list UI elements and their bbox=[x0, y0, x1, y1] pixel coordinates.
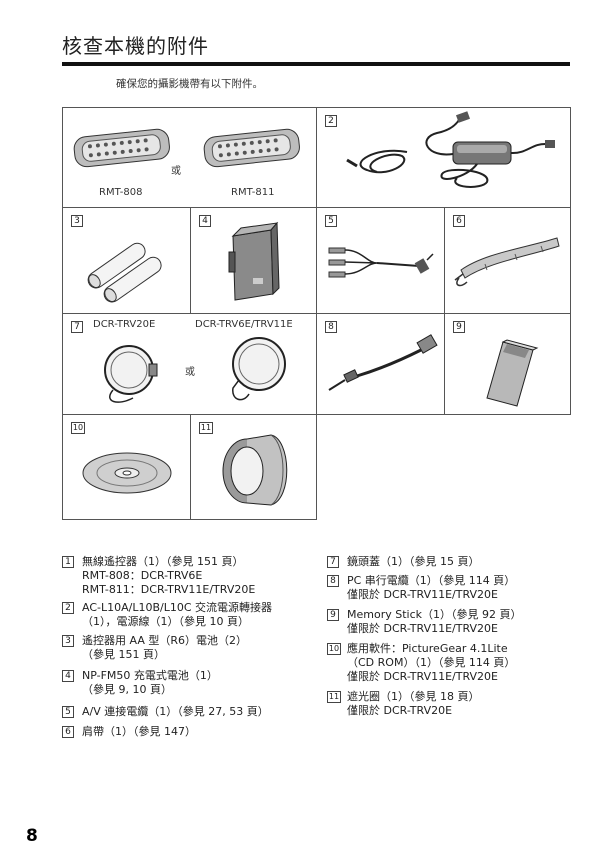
panel-cd-rom: 10 bbox=[62, 414, 191, 520]
item-number: 3 bbox=[62, 635, 74, 647]
cd-rom-illustration bbox=[82, 452, 172, 494]
panel-pc-serial-cable: 8 bbox=[316, 313, 445, 415]
accessory-list-right: 7 鏡頭蓋（1）（參見 15 頁） 8 PC 串行電纜（1）（參見 114 頁）… bbox=[327, 555, 577, 725]
accessory-list-left: 1 無線遙控器（1）（參見 151 頁） RMT-808：DCR-TRV6E R… bbox=[62, 555, 317, 745]
item-number: 11 bbox=[199, 422, 213, 434]
panel-remote-controls: 或 RMT-808 RMT-811 bbox=[62, 107, 317, 208]
item-number: 8 bbox=[327, 575, 339, 587]
item-text: 應用軟件：PictureGear 4.1Lite bbox=[347, 642, 508, 655]
item-number: 4 bbox=[199, 215, 211, 227]
item-number: 10 bbox=[71, 422, 85, 434]
item-text: 肩帶（1）（參見 147） bbox=[82, 725, 196, 738]
or-label: 或 bbox=[171, 166, 181, 177]
item-text: 遙控器用 AA 型（R6）電池（2） bbox=[82, 634, 247, 647]
item-subtext: 僅限於 DCR-TRV11E/TRV20E bbox=[347, 670, 498, 683]
item-number: 9 bbox=[453, 321, 465, 333]
title-rule bbox=[62, 62, 570, 66]
aa-batteries-illustration bbox=[87, 242, 162, 303]
item-number: 1 bbox=[62, 556, 74, 568]
item-number: 11 bbox=[327, 691, 341, 703]
item-text: 無線遙控器（1）（參見 151 頁） bbox=[82, 555, 244, 568]
lens-hood-illustration bbox=[222, 434, 288, 506]
panel-memory-stick: 9 bbox=[444, 313, 571, 415]
item-text: Memory Stick（1）（參見 92 頁） bbox=[347, 608, 522, 621]
item-number: 6 bbox=[453, 215, 465, 227]
av-cable-illustration bbox=[328, 247, 434, 278]
item-number: 9 bbox=[327, 609, 339, 621]
item-number: 2 bbox=[325, 115, 337, 127]
item-number: 2 bbox=[62, 602, 74, 614]
ac-adaptor-illustration bbox=[346, 111, 555, 188]
item-number: 5 bbox=[62, 706, 74, 718]
item-number: 4 bbox=[62, 670, 74, 682]
shoulder-strap-illustration bbox=[454, 237, 560, 287]
item-text: 鏡頭蓋（1）（參見 15 頁） bbox=[347, 555, 480, 568]
lens-cap-label-trv6e-trv11e: DCR-TRV6E/TRV11E bbox=[195, 319, 293, 330]
panel-aa-batteries: 3 bbox=[62, 207, 191, 314]
lens-cap-label-trv20e: DCR-TRV20E bbox=[93, 319, 156, 330]
item-subtext: 僅限於 DCR-TRV11E/TRV20E bbox=[347, 588, 498, 601]
item-subtext: 僅限於 DCR-TRV11E/TRV20E bbox=[347, 622, 498, 635]
item-subtext: （1），電源線（1）（參見 10 頁） bbox=[82, 615, 249, 628]
item-number: 6 bbox=[62, 726, 74, 738]
panel-lens-caps: 7 DCR-TRV20E DCR-TRV6E/TRV11E 或 bbox=[62, 313, 317, 415]
item-text: 遮光圈（1）（參見 18 頁） bbox=[347, 690, 480, 703]
item-text: NP-FM50 充電式電池（1） bbox=[82, 669, 218, 682]
remote-controls-illustration bbox=[73, 128, 300, 168]
panel-ac-adaptor: 2 bbox=[316, 107, 571, 208]
memory-stick-illustration bbox=[486, 339, 539, 407]
item-subtext: RMT-811：DCR-TRV11E/TRV20E bbox=[82, 583, 256, 596]
item-subtext: （參見 9, 10 頁） bbox=[82, 683, 172, 696]
item-number: 7 bbox=[327, 556, 339, 568]
battery-pack-illustration bbox=[228, 221, 280, 301]
item-subtext: 僅限於 DCR-TRV20E bbox=[347, 704, 453, 717]
item-number: 7 bbox=[71, 321, 83, 333]
item-number: 5 bbox=[325, 215, 337, 227]
pc-serial-cable-illustration bbox=[328, 334, 438, 391]
item-text: A/V 連接電纜（1）（參見 27, 53 頁） bbox=[82, 705, 269, 718]
or-label: 或 bbox=[185, 367, 195, 378]
item-text: AC-L10A/L10B/L10C 交流電源轉接器 bbox=[82, 601, 273, 614]
panel-lens-hood: 11 bbox=[190, 414, 317, 520]
lens-caps-illustration bbox=[104, 337, 286, 403]
remote-label-rmt808: RMT-808 bbox=[99, 187, 143, 198]
intro-text: 確保您的攝影機帶有以下附件。 bbox=[116, 78, 263, 90]
remote-label-rmt811: RMT-811 bbox=[231, 187, 275, 198]
page-title: 核查本機的附件 bbox=[62, 34, 209, 58]
panel-av-cable: 5 bbox=[316, 207, 445, 314]
item-subtext: RMT-808：DCR-TRV6E bbox=[82, 569, 203, 582]
page-number: 8 bbox=[26, 826, 38, 846]
item-subtext: （CD ROM）（1）（參見 114 頁） bbox=[347, 656, 516, 669]
panel-shoulder-strap: 6 bbox=[444, 207, 571, 314]
item-number: 3 bbox=[71, 215, 83, 227]
item-text: PC 串行電纜（1）（參見 114 頁） bbox=[347, 574, 516, 587]
panel-battery-pack: 4 bbox=[190, 207, 317, 314]
item-number: 10 bbox=[327, 643, 341, 655]
item-number: 8 bbox=[325, 321, 337, 333]
item-subtext: （參見 151 頁） bbox=[82, 648, 165, 661]
